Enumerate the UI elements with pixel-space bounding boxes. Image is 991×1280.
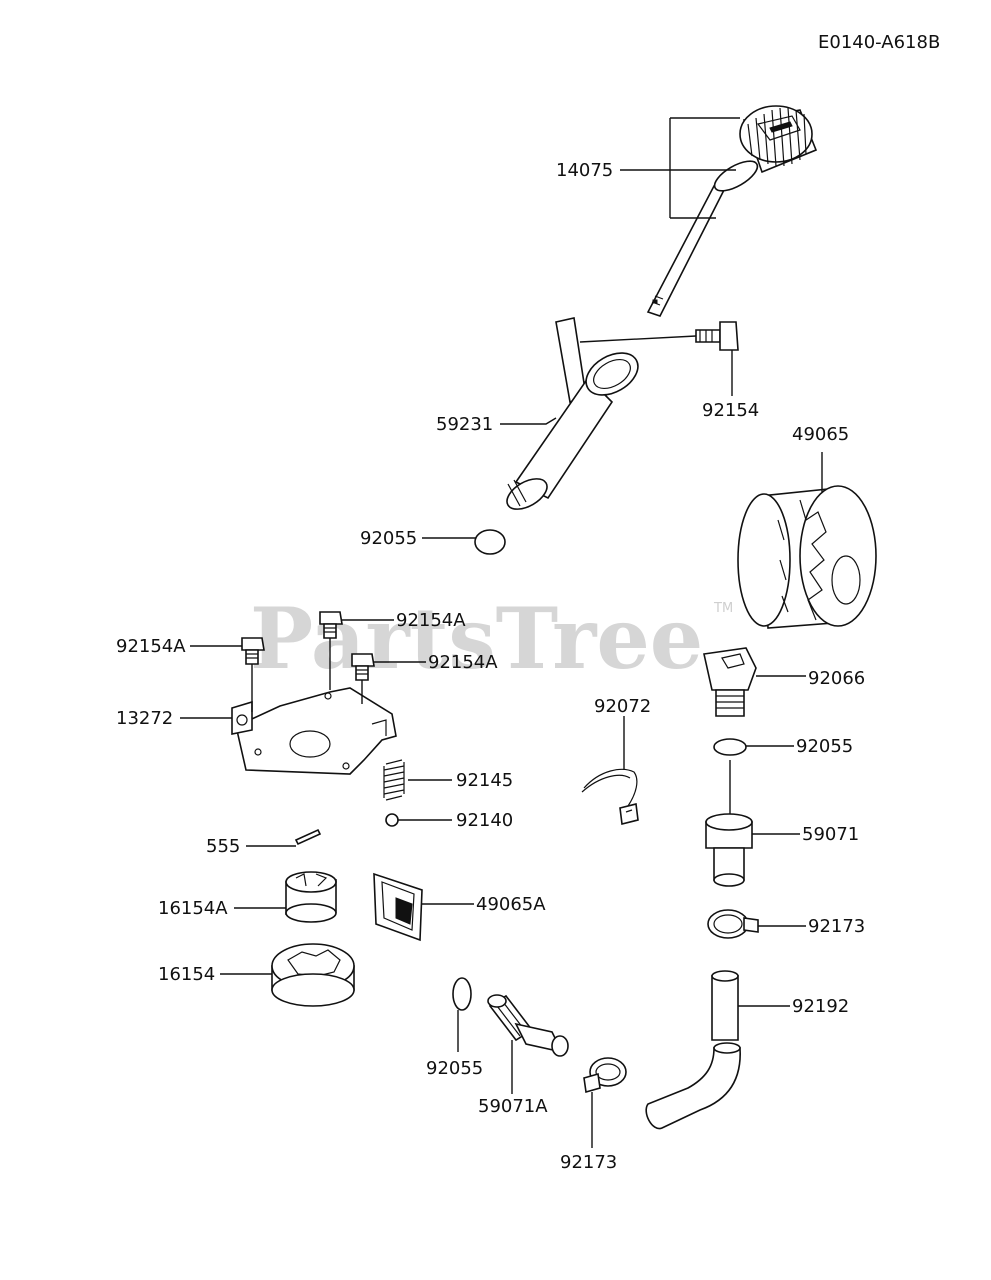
part-59231-tube[interactable]: [502, 317, 645, 515]
part-49065A-strainer[interactable]: [373, 872, 423, 942]
label-92066[interactable]: 92066: [808, 668, 865, 689]
diagram-code: E0140-A618B: [818, 32, 940, 53]
label-92055-bottom[interactable]: 92055: [426, 1058, 483, 1079]
label-92072[interactable]: 92072: [594, 696, 651, 717]
label-92145[interactable]: 92145: [456, 770, 513, 791]
label-92055-top[interactable]: 92055: [360, 528, 417, 549]
label-13272[interactable]: 13272: [116, 708, 173, 729]
part-92140-ball[interactable]: [385, 813, 399, 827]
trademark: TM: [713, 601, 733, 616]
leader-92154-mount: [579, 335, 697, 343]
part-92066-drain-plug[interactable]: [703, 647, 757, 717]
label-59231[interactable]: 59231: [436, 414, 493, 435]
part-49065-oil-filter[interactable]: [737, 485, 877, 629]
part-59071A-fitting[interactable]: [487, 994, 569, 1057]
label-49065A[interactable]: 49065A: [476, 894, 546, 915]
label-16154A[interactable]: 16154A: [158, 898, 228, 919]
part-92055-oring-mid[interactable]: [713, 738, 747, 756]
label-92140[interactable]: 92140: [456, 810, 513, 831]
part-92072-clip[interactable]: [581, 768, 639, 825]
leader-14075: [620, 117, 740, 219]
label-14075[interactable]: 14075: [556, 160, 613, 181]
leader-59231: [500, 417, 557, 425]
part-555-pin[interactable]: [294, 828, 322, 846]
label-92173-bottom[interactable]: 92173: [560, 1152, 617, 1173]
part-92055-oring-top[interactable]: [474, 529, 506, 555]
part-92055-oring-bottom[interactable]: [452, 977, 472, 1011]
part-59071-fitting[interactable]: [705, 760, 753, 887]
part-92192-hose[interactable]: [645, 970, 741, 1130]
label-92154A-left[interactable]: 92154A: [116, 636, 186, 657]
label-92154A-mid[interactable]: 92154A: [428, 652, 498, 673]
label-59071[interactable]: 59071: [802, 824, 859, 845]
label-49065[interactable]: 49065: [792, 424, 849, 445]
label-92154[interactable]: 92154: [702, 400, 759, 421]
label-555[interactable]: 555: [206, 836, 240, 857]
part-13272-plate[interactable]: [231, 687, 397, 775]
part-92154A-bolt-mid[interactable]: [351, 653, 375, 681]
watermark: PartsTree: [250, 589, 703, 688]
part-92145-spring[interactable]: [383, 759, 405, 801]
part-92173-clamp-right[interactable]: [707, 909, 759, 939]
label-16154[interactable]: 16154: [158, 964, 215, 985]
part-14075-dipstick[interactable]: [646, 105, 818, 317]
label-92055-mid[interactable]: 92055: [796, 736, 853, 757]
part-16154-outer-rotor[interactable]: [271, 943, 355, 1007]
label-92173-right[interactable]: 92173: [808, 916, 865, 937]
label-92192[interactable]: 92192: [792, 996, 849, 1017]
part-92154-bolt[interactable]: [695, 321, 739, 351]
label-92154A-top[interactable]: 92154A: [396, 610, 466, 631]
part-16154A-inner-rotor[interactable]: [285, 871, 337, 923]
part-92173-clamp-bottom[interactable]: [583, 1057, 627, 1094]
part-92154A-bolt-top[interactable]: [319, 611, 343, 639]
label-59071A[interactable]: 59071A: [478, 1096, 548, 1117]
